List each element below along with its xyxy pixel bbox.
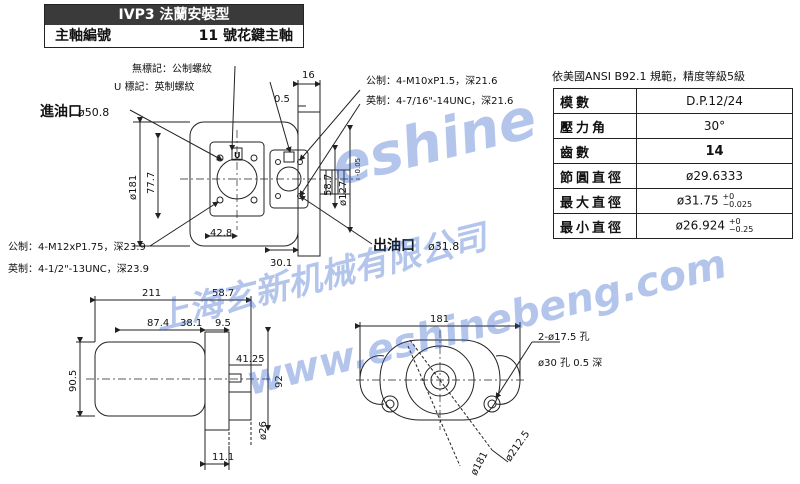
spline-spec-table: 模數 D.P.12/24 壓力角 30° 齒數 14 節圓直徑 ø29.6333… (553, 88, 793, 239)
spec-value: 14 (636, 138, 793, 164)
dim-0-5: 0.5 (274, 94, 290, 105)
u-mark: U (234, 151, 241, 160)
spec-title: 依美國ANSI B92.1 規範，精度等級5級 (552, 70, 746, 83)
dim-87-4: 87.4 (147, 318, 169, 329)
spec-row: 齒數 14 (553, 138, 793, 164)
spec-value: 30° (636, 113, 793, 139)
shaft-label: 主軸編號 (55, 28, 111, 44)
side-view (76, 296, 271, 470)
counterbore-spec: ø30 孔 0.5 深 (538, 357, 602, 369)
legend-u-mark: U 標記：英制螺紋 (114, 80, 195, 93)
spec-row: 最小直徑 ø26.924 +0 −0.25 (553, 213, 793, 239)
spec-value: D.P.12/24 (636, 88, 793, 114)
dim-30-1: 30.1 (270, 258, 292, 269)
spec-value: ø26.924 +0 −0.25 (636, 213, 793, 239)
dim-212-5: ø212.5 (503, 429, 532, 464)
spec-row: 模數 D.P.12/24 (553, 88, 793, 114)
legend-no-mark: 無標記：公制螺紋 (132, 62, 212, 75)
spec-key: 齒數 (553, 138, 637, 164)
dim-26: ø26 (258, 421, 269, 440)
side-view-labels: 211 58.7 87.4 38.1 9.5 41.25 90.5 92 ø26… (68, 288, 285, 463)
dim-11-1: 11.1 (212, 452, 234, 463)
spec-key: 節圓直徑 (553, 163, 637, 189)
hole-spec: 2-ø17.5 孔 (538, 331, 590, 343)
front-ears (359, 355, 521, 405)
model-header: IVP3 法蘭安裝型 主軸編號 11 號花鍵主軸 (44, 4, 304, 48)
tol-lower: −0.25 (728, 225, 754, 234)
shaft-code: 11 號花鍵主軸 (198, 28, 293, 44)
shaft-row: 主軸編號 11 號花鍵主軸 (45, 25, 303, 47)
inlet-label: 進油口 (40, 103, 82, 120)
spec-key: 最小直徑 (553, 213, 637, 239)
model-title: IVP3 法蘭安裝型 (45, 5, 303, 25)
top-view (129, 65, 373, 257)
dim-41-25: 41.25 (236, 354, 265, 365)
spec-tolerance: +0 −0.025 (722, 193, 752, 209)
spec-key: 最大直徑 (553, 188, 637, 214)
pump-body-outline (189, 121, 299, 247)
dim-92: 92 (274, 375, 285, 388)
dim-38-1: 38.1 (180, 318, 202, 329)
inlet-diameter: ø50.8 (78, 106, 109, 119)
dim-181-front: 181 (430, 314, 449, 325)
side-shaft (228, 391, 252, 421)
imperial-outlet-thread: 英制：4-7/16"-14UNC，深21.6 (366, 94, 513, 107)
top-view-labels: 無標記：公制螺紋 U 標記：英制螺紋 進油口 ø50.8 U 出油口 ø31.8… (8, 62, 513, 275)
spec-value-main: ø26.924 (675, 218, 725, 233)
left-mount-hole (381, 395, 399, 413)
tol-upper: +0 (728, 217, 741, 226)
spec-key: 壓力角 (553, 113, 637, 139)
spec-value: ø29.6333 (636, 163, 793, 189)
front-view (355, 322, 560, 467)
dim-58-7: 58.7 (323, 174, 334, 196)
dim-181-diameter: ø181 (469, 450, 491, 477)
metric-outlet-thread: 公制：4-M10xP1.5，深21.6 (366, 74, 497, 87)
dim-77-7: 77.7 (146, 172, 157, 194)
dim-9-5: 9.5 (215, 318, 231, 329)
spec-row: 壓力角 30° (553, 113, 793, 139)
spec-row: 最大直徑 ø31.75 +0 −0.025 (553, 188, 793, 214)
imperial-inlet-thread: 英制：4-1/2"-13UNC，深23.9 (8, 262, 149, 275)
dim-211: 211 (142, 288, 161, 299)
dim-16: 16 (302, 70, 315, 81)
outlet-diameter: ø31.8 (428, 240, 459, 253)
dim-tolerance: -0.05 (354, 158, 362, 176)
right-mount-hole (483, 395, 501, 413)
dim-90-5: 90.5 (68, 370, 79, 392)
metric-inlet-thread: 公制：4-M12xP1.75，深23.9 (8, 240, 146, 253)
dim-42-8: 42.8 (210, 228, 232, 239)
spec-value-main: ø31.75 (676, 193, 719, 208)
spec-value: ø31.75 +0 −0.025 (636, 188, 793, 214)
outlet-label: 出油口 (373, 237, 415, 254)
mount-flange (297, 111, 321, 257)
side-flange (204, 331, 230, 431)
tol-lower: −0.025 (722, 200, 753, 209)
dim-127: ø127 (338, 181, 349, 206)
spec-tolerance: +0 −0.25 (729, 218, 754, 234)
tol-upper: +0 (722, 192, 735, 201)
dim-181: ø181 (128, 175, 139, 200)
dim-58-7-side: 58.7 (212, 288, 234, 299)
spec-key: 模數 (553, 88, 637, 114)
spec-row: 節圓直徑 ø29.6333 (553, 163, 793, 189)
